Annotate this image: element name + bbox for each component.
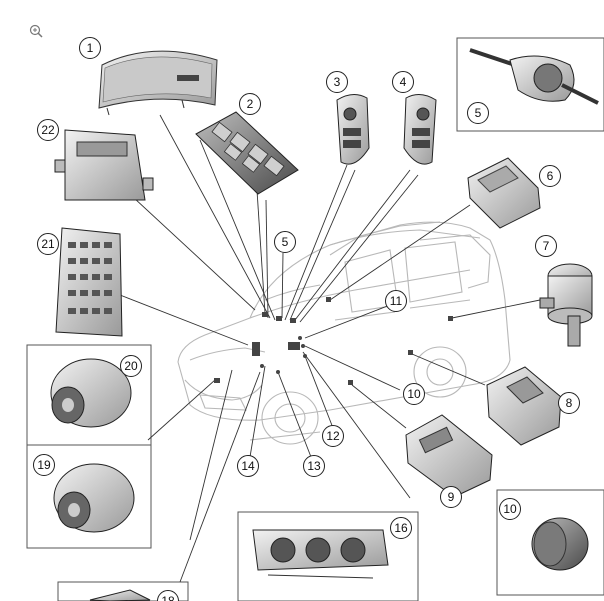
auxiliary-pump: [539, 263, 593, 347]
callout-16: 16: [390, 517, 412, 539]
callout-number: 9: [448, 490, 455, 504]
callout-circle: [303, 455, 325, 477]
callout-number: 21: [41, 237, 55, 251]
callout-circle: [274, 231, 296, 253]
callout-circle: [79, 37, 101, 59]
callout-13: 13: [303, 455, 325, 477]
module-8: [486, 366, 562, 446]
callout-3: 3: [326, 71, 348, 93]
callout-number: 7: [543, 239, 550, 253]
callout-8: 8: [558, 392, 580, 414]
callout-circle: [385, 290, 407, 312]
callout-circle: [392, 71, 414, 93]
callout-number: 11: [390, 294, 403, 308]
callout-circle: [237, 455, 259, 477]
module-18: [89, 589, 151, 601]
callout-5-inset: 5: [467, 102, 489, 124]
vehicle-outline: [177, 221, 511, 445]
callout-4: 4: [392, 71, 414, 93]
alternator-20: [50, 358, 132, 428]
callout-11: 11: [385, 290, 407, 312]
module-9: [405, 414, 493, 498]
zoom-in-icon[interactable]: [29, 24, 43, 38]
callout-circle: [239, 93, 261, 115]
callout-number: 2: [247, 97, 254, 111]
callout-number: 12: [326, 429, 340, 443]
climate-control-panel: [252, 529, 389, 579]
callout-21: 21: [37, 233, 59, 255]
callout-6: 6: [539, 165, 561, 187]
callout-number: 20: [124, 359, 138, 373]
callout-20: 20: [120, 355, 142, 377]
callout-1: 1: [79, 37, 101, 59]
module-6: [467, 157, 541, 229]
callout-number: 10: [503, 502, 517, 516]
callout-number: 4: [400, 75, 407, 89]
module-22: [54, 129, 154, 201]
callout-circle: [440, 486, 462, 508]
callout-10-inset: 10: [499, 498, 521, 520]
callout-2: 2: [239, 93, 261, 115]
fuse-box: [55, 227, 123, 337]
callout-circle: [403, 383, 425, 405]
callout-number: 1: [87, 41, 94, 55]
callout-9: 9: [440, 486, 462, 508]
callout-circle: [37, 119, 59, 141]
callout-circle: [390, 517, 412, 539]
location-markers: [214, 297, 453, 385]
callout-number: 5: [475, 106, 482, 120]
steering-column-switch: [469, 48, 599, 105]
callout-5-car: 5: [274, 231, 296, 253]
window-switch-pack: [195, 111, 299, 195]
callout-circle: [558, 392, 580, 414]
callout-circle: [157, 590, 179, 601]
callout-circle: [499, 498, 521, 520]
steering-switch-left: [336, 94, 370, 165]
callout-number: 13: [307, 459, 321, 473]
callout-number: 5: [282, 235, 289, 249]
leader-lines: [119, 114, 541, 583]
callout-circle: [322, 425, 344, 447]
callout-10-car: 10: [403, 383, 425, 405]
callout-number: 3: [334, 75, 341, 89]
callout-7: 7: [535, 235, 557, 257]
callout-circle: [37, 233, 59, 255]
steering-switch-right: [403, 94, 437, 165]
callout-19: 19: [33, 454, 55, 476]
inset-frame-18: [57, 581, 189, 601]
callout-circle: [120, 355, 142, 377]
callout-12: 12: [322, 425, 344, 447]
callout-circle: [535, 235, 557, 257]
callout-18: 18: [157, 590, 179, 601]
callout-number: 10: [407, 387, 421, 401]
callout-circle: [326, 71, 348, 93]
callout-number: 14: [241, 459, 255, 473]
push-button: [531, 517, 589, 571]
inset-frame-5: [456, 37, 604, 132]
callout-circle: [33, 454, 55, 476]
callout-number: 22: [41, 123, 55, 137]
callout-number: 8: [566, 396, 573, 410]
callout-circle: [467, 102, 489, 124]
callout-circle: [539, 165, 561, 187]
inset-frame-19: [26, 444, 152, 549]
inset-frame-10: [496, 489, 604, 596]
callout-number: 6: [547, 169, 554, 183]
callout-22: 22: [37, 119, 59, 141]
instrument-cluster: [98, 50, 218, 116]
alternator-19: [53, 463, 135, 533]
callout-14: 14: [237, 455, 259, 477]
inset-frame-16: [237, 511, 419, 601]
callout-number: 19: [37, 458, 51, 472]
callout-number: 18: [161, 594, 175, 601]
callout-number: 16: [394, 521, 408, 535]
